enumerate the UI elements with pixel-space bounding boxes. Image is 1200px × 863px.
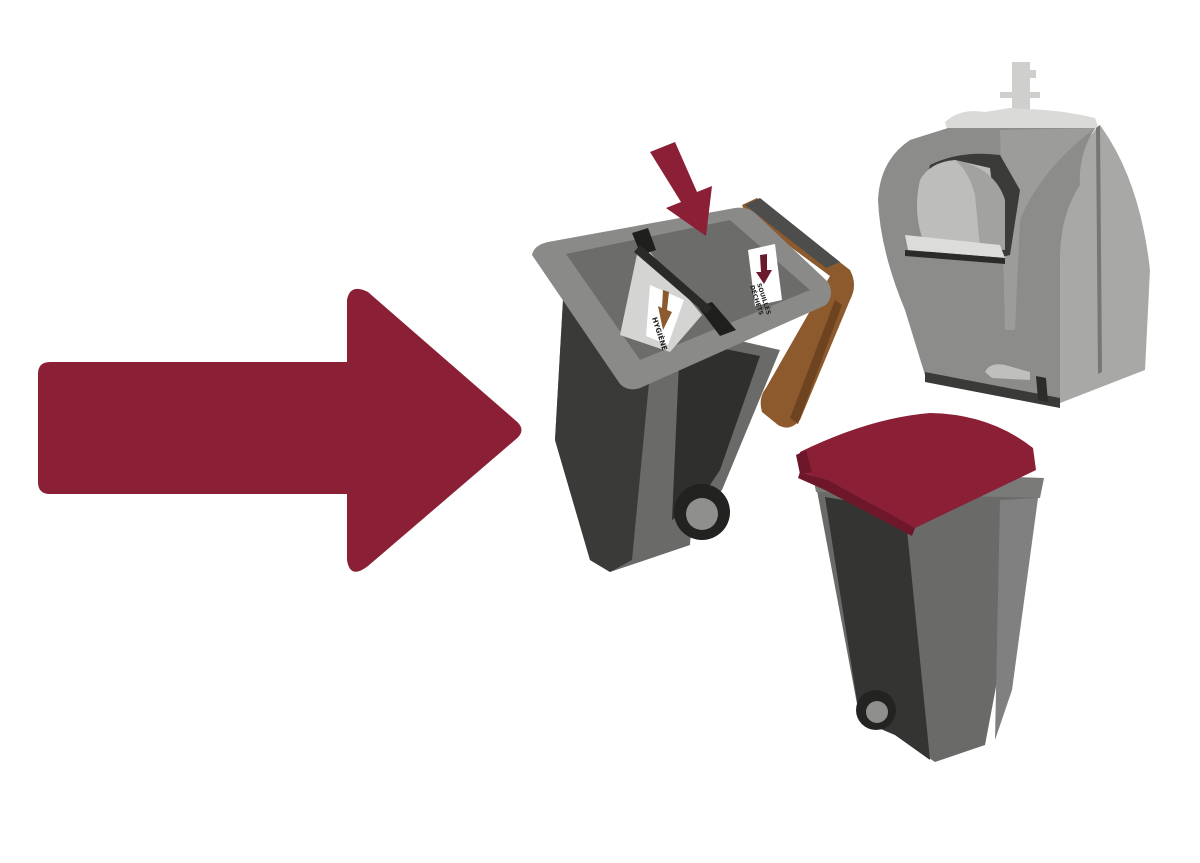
dispenser-machine (878, 62, 1150, 408)
closed-waste-bin (796, 413, 1044, 762)
open-waste-bin: HYGIÈNE DÉCHETS SOUILLÉS (532, 198, 854, 572)
closed-bin-red-lid (800, 413, 1036, 528)
drop-arrow (650, 142, 712, 236)
bin-clip-left (632, 228, 656, 255)
dispenser-tray (985, 364, 1030, 380)
big-right-arrow (38, 288, 522, 572)
dispenser-top-handle (1000, 62, 1040, 110)
